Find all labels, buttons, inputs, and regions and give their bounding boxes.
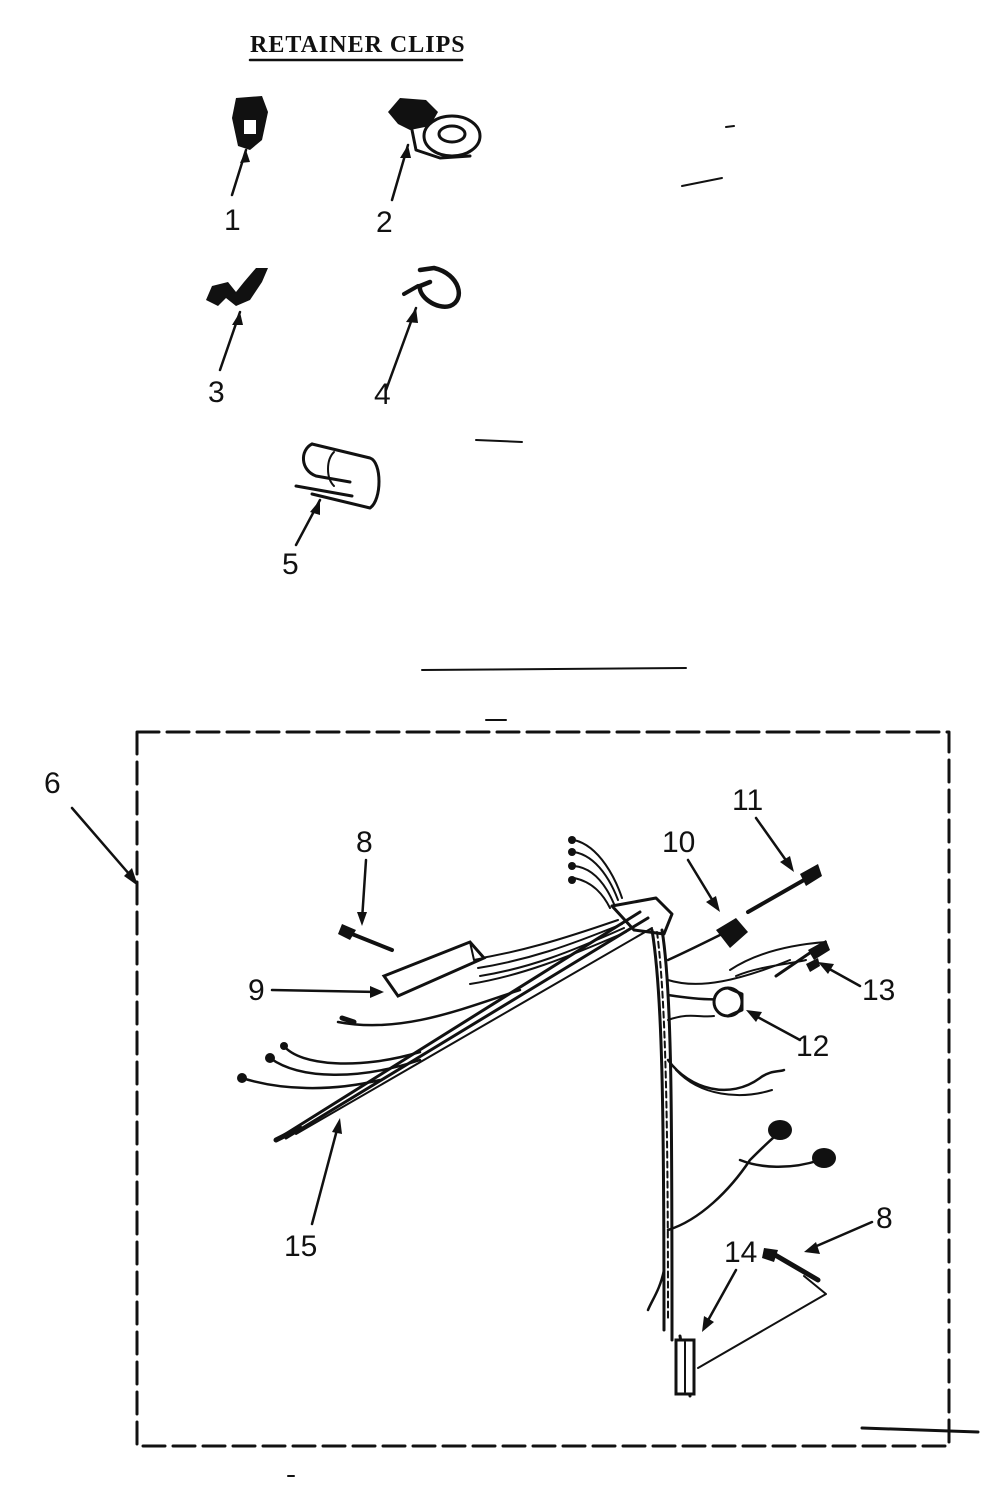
stray-mark <box>475 439 523 443</box>
callout-8-upper: 8 <box>356 826 373 859</box>
wire-harness <box>237 836 836 1398</box>
callout-14: 14 <box>724 1236 757 1269</box>
retainer-clip-3 <box>206 268 268 306</box>
separator-line <box>421 667 687 671</box>
diagram-title: RETAINER CLIPS <box>250 32 466 58</box>
retainer-clip-2 <box>388 98 482 160</box>
callout-2: 2 <box>376 206 393 239</box>
retainer-clip-1 <box>232 96 268 150</box>
callout-11: 11 <box>732 784 763 817</box>
leader-14 <box>704 1268 738 1326</box>
callout-12: 12 <box>796 1030 829 1063</box>
retainer-clip-4 <box>402 265 461 309</box>
callout-1: 1 <box>224 204 241 237</box>
leader-12 <box>750 1012 802 1042</box>
callout-13: 13 <box>862 974 895 1007</box>
leader-11 <box>754 816 792 868</box>
leader-10 <box>686 858 718 908</box>
leader-15 <box>310 1124 340 1226</box>
callout-4: 4 <box>374 378 391 411</box>
callout-9: 9 <box>248 974 265 1007</box>
stray-mark <box>860 1426 980 1434</box>
leader-8-upper <box>360 858 368 922</box>
callout-10: 10 <box>662 826 695 859</box>
callout-8-lower: 8 <box>876 1202 893 1235</box>
leader-6 <box>70 806 138 884</box>
retainer-clip-5 <box>294 442 381 510</box>
callout-5: 5 <box>282 548 299 581</box>
callout-15: 15 <box>284 1230 317 1263</box>
stray-mark <box>681 177 723 187</box>
leader-8-lower <box>810 1220 874 1250</box>
callout-3: 3 <box>208 376 225 409</box>
wire-harness-assembly-box <box>135 730 951 1448</box>
leader-9 <box>270 988 380 994</box>
callout-6: 6 <box>44 767 61 800</box>
stray-mark <box>725 125 735 128</box>
